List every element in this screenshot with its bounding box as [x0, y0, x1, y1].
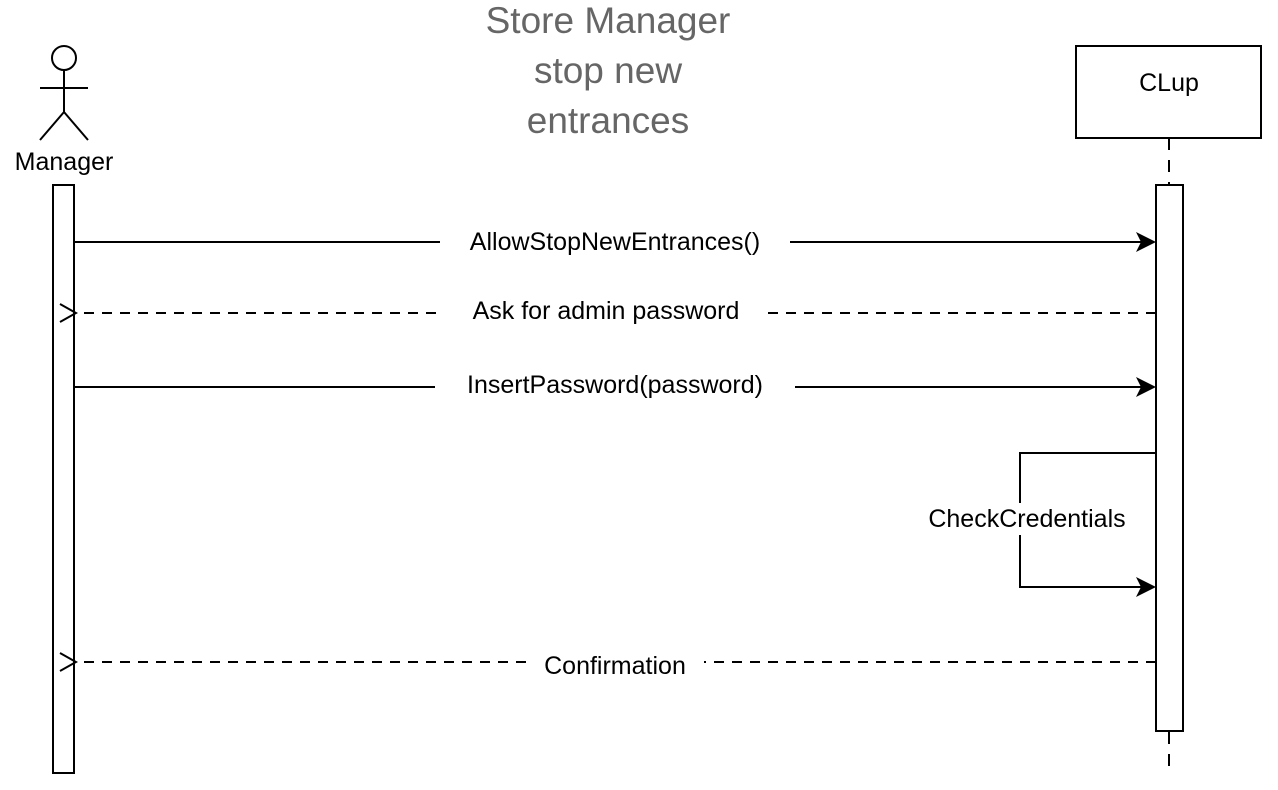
message-label: Confirmation — [544, 652, 686, 680]
participant-clup[interactable]: CLup — [1075, 45, 1262, 139]
diagram-title: Store Manager stop new entrances — [486, 0, 731, 141]
stick-figure-actor-icon — [39, 45, 89, 141]
message-label-bg — [440, 226, 790, 258]
actor-manager[interactable]: Manager — [15, 45, 114, 176]
message-label: InsertPassword(password) — [467, 371, 763, 399]
clup-label: CLup — [1139, 69, 1199, 97]
message-label: AllowStopNewEntrances() — [470, 228, 760, 256]
clup-box — [1075, 45, 1262, 139]
message-label-bg — [906, 503, 1148, 535]
actor-manager-label: Manager — [15, 148, 114, 176]
title-line-1: Store Manager — [486, 0, 731, 41]
message-label-bg — [526, 646, 704, 678]
message-check-credentials[interactable]: CheckCredentials — [906, 452, 1156, 597]
message-label: CheckCredentials — [928, 505, 1125, 533]
message-label: Ask for admin password — [473, 297, 740, 325]
message-label-bg — [435, 371, 795, 403]
message-allow-stop-new-entrances[interactable]: AllowStopNewEntrances() — [74, 226, 1156, 258]
clup-activation-bar — [1155, 184, 1184, 732]
title-line-2: stop new — [534, 50, 682, 91]
manager-activation-bar — [52, 184, 75, 774]
message-confirmation[interactable]: Confirmation — [76, 646, 1156, 680]
message-ask-admin-password[interactable]: Ask for admin password — [76, 297, 1156, 329]
title-line-3: entrances — [527, 100, 690, 141]
message-label-bg — [444, 297, 768, 329]
message-insert-password[interactable]: InsertPassword(password) — [74, 371, 1156, 403]
